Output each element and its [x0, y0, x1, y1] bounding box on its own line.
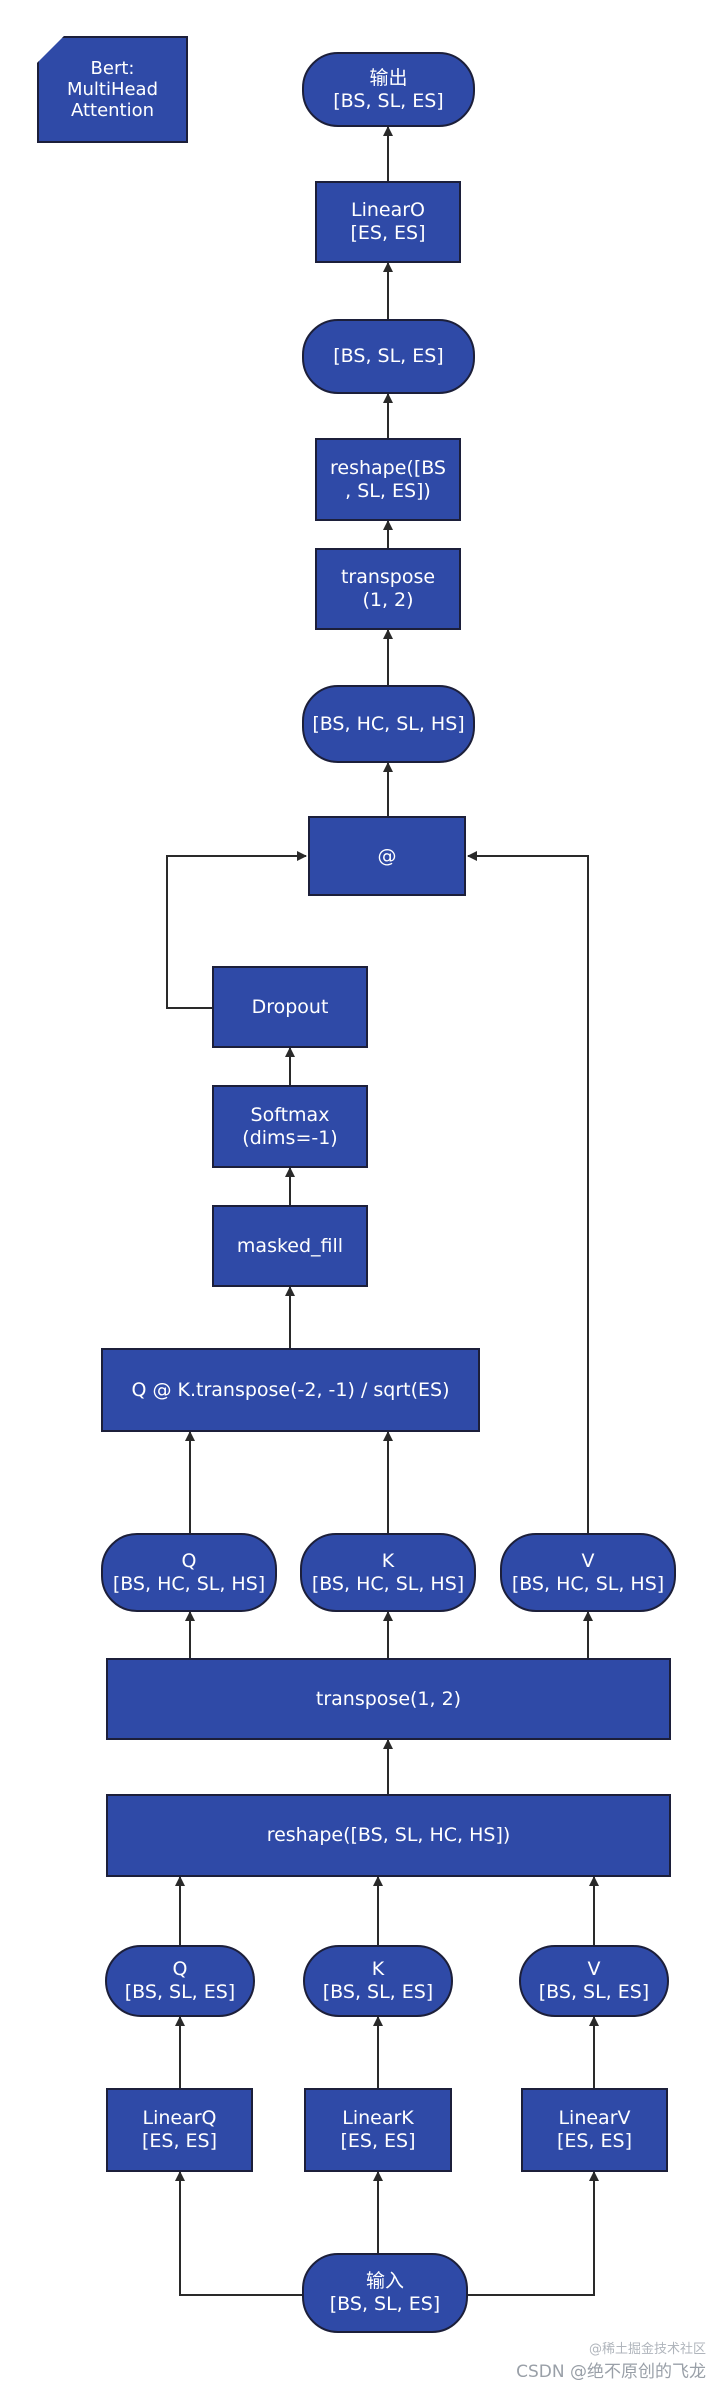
reshape-out-node: reshape([BS , SL, ES]) [315, 438, 461, 521]
k-proj-node: K [BS, SL, ES] [303, 1945, 453, 2017]
edge-dropout-matmul [166, 851, 307, 1009]
linear-k-node: LinearK [ES, ES] [304, 2088, 452, 2172]
linear-q-node: LinearQ [ES, ES] [106, 2088, 253, 2172]
q-proj-node: Q [BS, SL, ES] [105, 1945, 255, 2017]
masked-fill-node: masked_fill [212, 1205, 368, 1287]
bs-sl-es-node: [BS, SL, ES] [302, 319, 475, 394]
watermark-main: CSDN @绝不原创的飞龙 [516, 2362, 706, 2382]
edge-vheads-matmul [467, 851, 589, 1533]
output-node: 输出 [BS, SL, ES] [302, 52, 475, 127]
v-proj-node: V [BS, SL, ES] [519, 1945, 669, 2017]
watermark: @稀土掘金技术社区 CSDN @绝不原创的飞龙 [460, 2338, 706, 2382]
matmul-v-node: @ [308, 816, 466, 896]
linear-v-node: LinearV [ES, ES] [521, 2088, 668, 2172]
transpose-in-node: transpose(1, 2) [106, 1658, 671, 1740]
softmax-node: Softmax (dims=-1) [212, 1085, 368, 1168]
transpose-out-node: transpose (1, 2) [315, 548, 461, 630]
dropout-node: Dropout [212, 966, 368, 1048]
linear-o-node: LinearO [ES, ES] [315, 181, 461, 263]
reshape-in-node: reshape([BS, SL, HC, HS]) [106, 1794, 671, 1877]
input-node: 输入 [BS, SL, ES] [302, 2253, 468, 2333]
q-heads-node: Q [BS, HC, SL, HS] [101, 1533, 277, 1612]
bs-hc-sl-hs-node: [BS, HC, SL, HS] [302, 685, 475, 763]
scores-node: Q @ K.transpose(-2, -1) / sqrt(ES) [101, 1348, 480, 1432]
title-note: Bert: MultiHead Attention [37, 36, 188, 143]
watermark-small: @稀土掘金技术社区 [588, 2342, 706, 2357]
v-heads-node: V [BS, HC, SL, HS] [500, 1533, 676, 1612]
k-heads-node: K [BS, HC, SL, HS] [300, 1533, 476, 1612]
edge-input-linearv [468, 2171, 599, 2296]
edge-input-linearq [175, 2171, 302, 2296]
